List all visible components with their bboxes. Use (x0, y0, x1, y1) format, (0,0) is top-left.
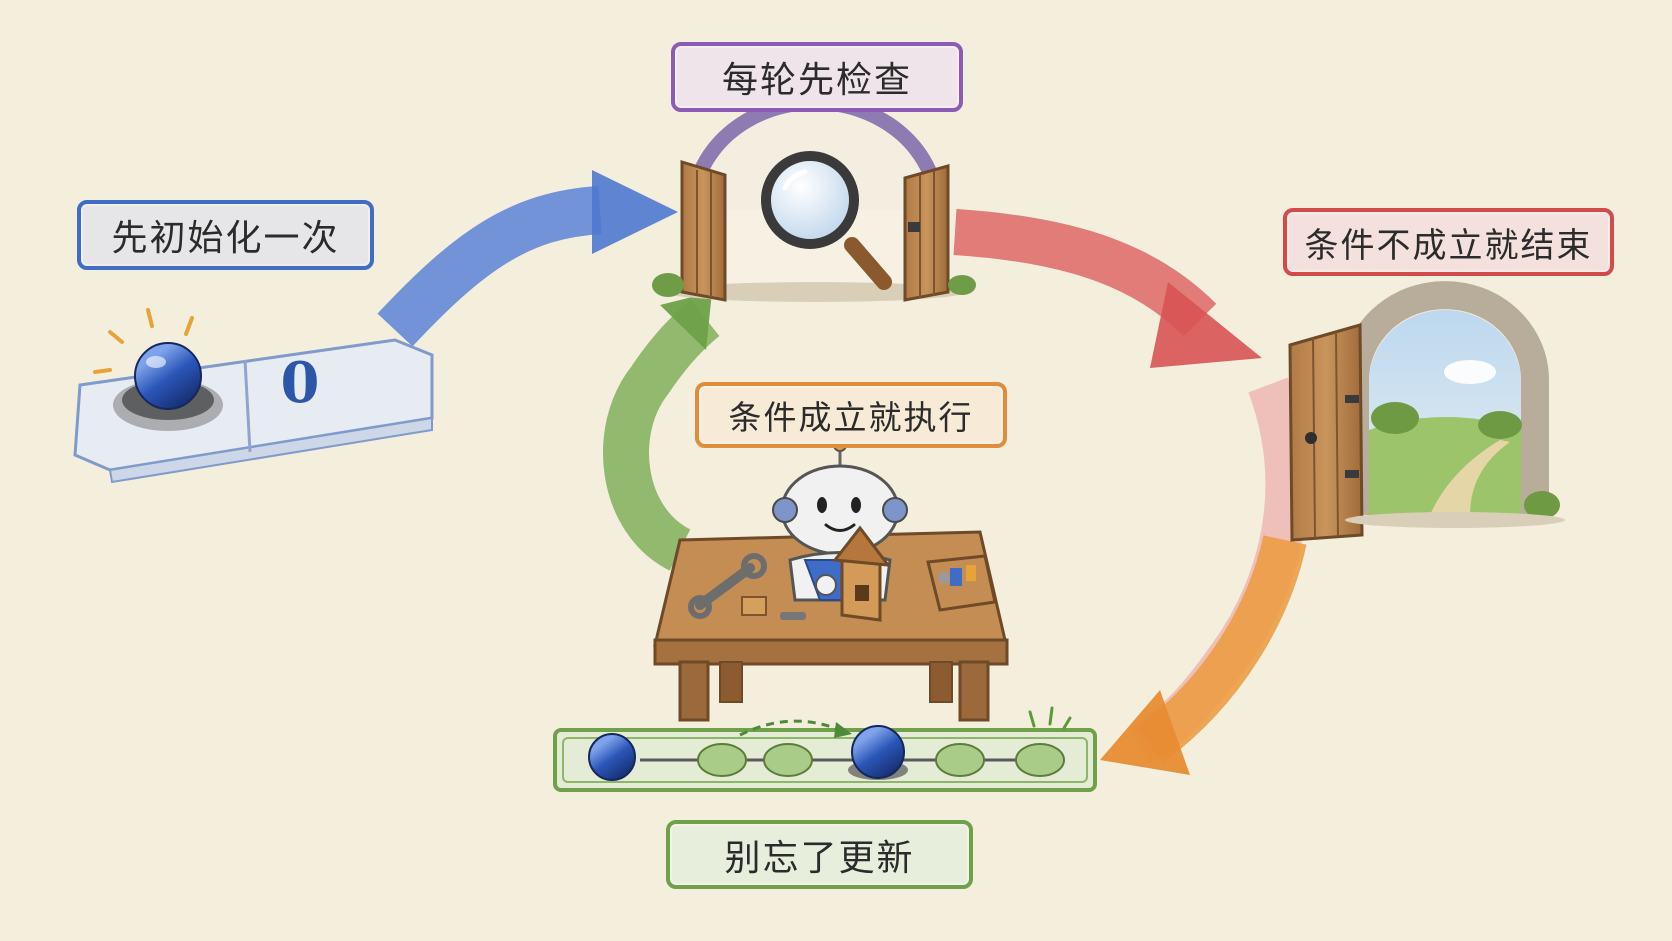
bead-track-icon (553, 706, 1097, 792)
birdhouse-icon (815, 525, 892, 622)
counter-block (73, 338, 434, 484)
arrow-init-to-check (377, 170, 678, 347)
label-end-when-false: 条件不成立就结束 (1283, 208, 1614, 276)
label-execute-when-true: 条件成立就执行 (695, 382, 1007, 448)
label-dont-forget-update: 别忘了更新 (666, 820, 973, 889)
magnifier-icon (761, 151, 892, 290)
arrow-end-to-update (1100, 377, 1308, 775)
label-initialize-once: 先初始化一次 (77, 200, 374, 270)
wood-block-icon (741, 596, 806, 620)
label-check-each-round: 每轮先检查 (671, 42, 963, 112)
sensor-ball-icon (93, 308, 202, 410)
robot-icon (772, 438, 908, 602)
counter-value: 0 (281, 350, 320, 416)
arrow-check-to-end (953, 209, 1262, 368)
tool-box-icon (926, 554, 997, 612)
door-icon (1288, 281, 1565, 542)
wrench-icon (688, 553, 767, 619)
arrow-loop-back (603, 292, 720, 571)
